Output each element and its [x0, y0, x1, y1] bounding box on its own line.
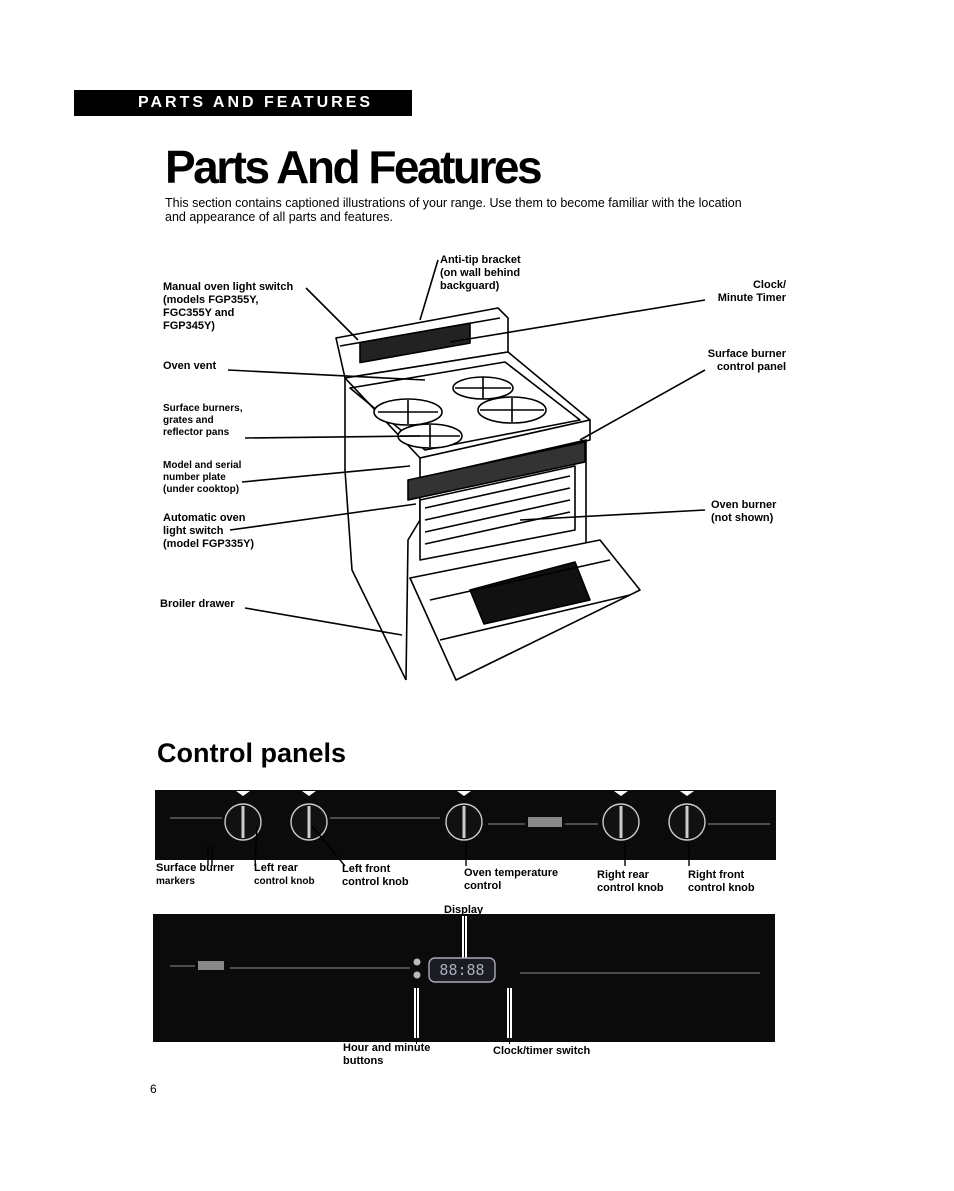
clock-timer-label: Clock/ Minute Timer	[700, 279, 786, 305]
surface-burner-panel-label: Surface burner control panel	[690, 348, 786, 374]
label-line: Minute Timer	[717, 292, 786, 304]
hour-minute-buttons-label: Hour and minute buttons	[343, 1042, 430, 1068]
section-banner: PARTS AND FEATURES	[74, 90, 412, 116]
label-line: reflector pans	[163, 427, 230, 438]
label-line: control knob	[254, 876, 315, 887]
label-line: Surface burner	[156, 862, 235, 874]
label-line: (under cooktop)	[163, 484, 240, 495]
label-line: Manual oven light switch	[163, 281, 294, 293]
label-line: Oven temperature	[464, 867, 559, 879]
automatic-oven-light-label: Automatic oven light switch (model FGP33…	[163, 512, 254, 551]
label-line: Model and serial	[163, 460, 242, 471]
label-line: markers	[156, 876, 195, 887]
surface-burners-label: Surface burners, grates and reflector pa…	[163, 403, 242, 439]
oven-vent-label: Oven vent	[163, 360, 217, 372]
label-line: Left front	[342, 863, 391, 875]
page-title: Parts And Features	[165, 141, 543, 193]
left-rear-knob-label: Left rear control knob	[254, 862, 315, 888]
label-line: Clock/	[752, 279, 786, 291]
clock-timer-switch-label: Clock/timer switch	[493, 1045, 591, 1057]
label-line: Left rear	[254, 862, 299, 874]
right-rear-knob-label: Right rear control knob	[597, 869, 664, 895]
label-line: (model FGP335Y)	[163, 538, 255, 550]
label-line: buttons	[343, 1055, 384, 1067]
manual-oven-light-label: Manual oven light switch (models FGP355Y…	[163, 281, 293, 333]
label-line: Automatic oven	[163, 512, 246, 524]
label-line: Right front	[688, 869, 745, 881]
broiler-drawer-label: Broiler drawer	[160, 598, 235, 610]
label-line: grates and	[163, 415, 214, 426]
anti-tip-bracket-label: Anti-tip bracket (on wall behind backgua…	[440, 254, 521, 293]
display-label: Display	[444, 904, 484, 916]
label-line: Oven burner	[711, 499, 777, 511]
label-line: Surface burner	[707, 348, 786, 360]
page-number: 6	[150, 1082, 157, 1096]
intro-paragraph: This section contains captioned illustra…	[165, 196, 742, 224]
clock-display-readout: 88:88	[439, 961, 485, 979]
label-line: Surface burners,	[163, 403, 243, 414]
label-line: control panel	[716, 361, 786, 373]
label-line: control knob	[597, 882, 664, 894]
label-line: Anti-tip bracket	[440, 254, 521, 266]
label-line: Hour and minute	[343, 1042, 431, 1054]
label-line: Right rear	[597, 869, 649, 881]
label-line: (not shown)	[711, 512, 774, 524]
label-line: control knob	[688, 882, 755, 894]
oven-burner-label: Oven burner (not shown)	[711, 499, 776, 525]
label-line: FGC355Y and	[163, 307, 235, 319]
model-serial-plate-label: Model and serial number plate (under coo…	[163, 460, 241, 496]
label-line: control knob	[342, 876, 409, 888]
left-front-knob-label: Left front control knob	[342, 863, 409, 889]
burner-markers-label: Surface burner markers	[156, 862, 234, 888]
control-panels-heading: Control panels	[157, 738, 347, 768]
label-line: FGP345Y)	[163, 320, 215, 332]
label-line: (on wall behind	[440, 267, 521, 279]
label-line: (models FGP355Y,	[163, 294, 259, 306]
label-line: light switch	[163, 525, 224, 537]
right-front-knob-label: Right front control knob	[688, 869, 755, 895]
label-line: backguard)	[440, 280, 500, 292]
label-line: number plate	[163, 472, 226, 483]
oven-temp-control-label: Oven temperature control	[464, 867, 558, 893]
label-line: control	[464, 880, 502, 892]
